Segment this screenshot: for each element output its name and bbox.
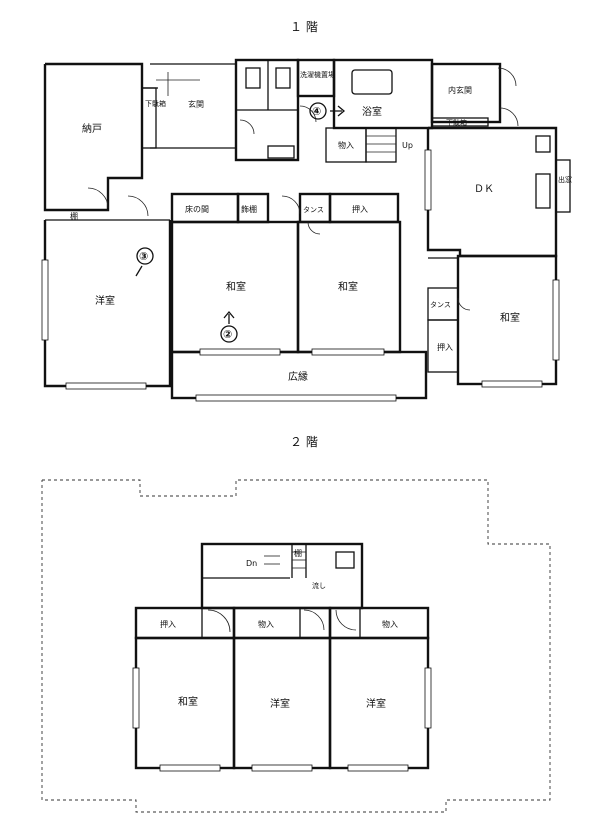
- label-senmenjo: 洗濯機置場: [300, 70, 335, 79]
- room-yoshitsu-f2a: 洋室: [270, 697, 290, 710]
- floor2-walls: [132, 542, 432, 772]
- floor2-labels: Dn 棚 流し 押入 物入 物入 和室 洋室 洋室: [160, 548, 398, 710]
- label-tansu1: タンス: [303, 205, 324, 214]
- room-washitsu3: 和室: [500, 311, 520, 324]
- floor1-walls: [41, 58, 571, 402]
- marker-3: ③: [139, 250, 148, 263]
- label-nagashi: 流し: [312, 581, 326, 590]
- label-tansu2: タンス: [430, 300, 451, 309]
- label-oshiire-f2: 押入: [160, 619, 176, 629]
- room-yoshitsu: 洋室: [95, 294, 115, 307]
- room-washitsu1: 和室: [226, 280, 246, 293]
- room-dk: ＤＫ: [474, 184, 494, 195]
- room-genkan: 玄関: [188, 99, 204, 109]
- label-dn: Dn: [246, 559, 257, 568]
- label-tokonoma: 床の間: [185, 204, 209, 214]
- label-mono-ire: 物入: [338, 140, 354, 150]
- room-uchigenkan: 内玄関: [448, 85, 472, 95]
- label-mono-ire-f2b: 物入: [382, 619, 398, 629]
- label-demado: 出窓: [558, 175, 572, 184]
- room-yoshitsu-f2b: 洋室: [366, 697, 386, 710]
- room-nando: 納戸: [82, 122, 102, 135]
- label-tana: 棚: [70, 211, 78, 221]
- label-getabako: 下駄箱: [145, 99, 166, 108]
- label-tana2: 棚: [294, 548, 302, 558]
- label-getabako2: 下駄箱: [446, 118, 467, 127]
- floor1-markers: ④ ③ ②: [135, 102, 346, 343]
- floor1-title: １ 階: [290, 19, 318, 34]
- label-oshiire1: 押入: [352, 204, 368, 214]
- room-washitsu-f2: 和室: [178, 695, 198, 708]
- room-hiroen: 広縁: [288, 370, 308, 383]
- marker-4: ④: [312, 105, 321, 118]
- room-washitsu2: 和室: [338, 280, 358, 293]
- room-yokushitsu: 浴室: [362, 105, 382, 118]
- label-kazaridana: 飾棚: [241, 204, 257, 214]
- floor1-labels: 納戸 玄関 下駄箱 洗濯機置場 浴室 内玄関 下駄箱 物入 Up ＤＫ 出窓 棚…: [70, 70, 572, 383]
- label-up: Up: [402, 141, 413, 150]
- label-oshiire2: 押入: [437, 342, 453, 352]
- marker-2: ②: [223, 328, 232, 341]
- label-mono-ire-f2a: 物入: [258, 619, 274, 629]
- floor2-roof-outline: [41, 479, 551, 813]
- floor2-title: ２ 階: [290, 434, 318, 449]
